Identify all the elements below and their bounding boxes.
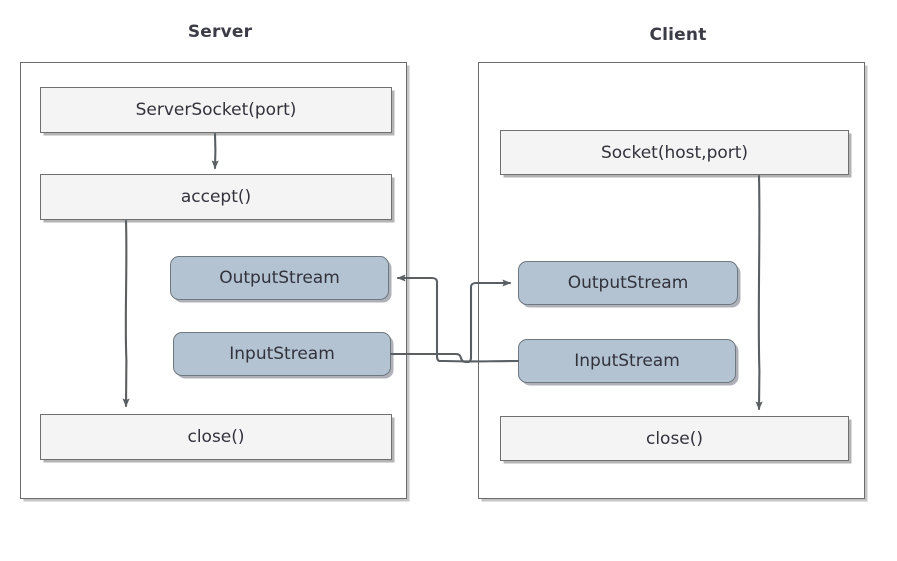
node-client-output-stream[interactable]: OutputStream — [518, 261, 738, 305]
node-server-socket[interactable]: ServerSocket(port) — [40, 87, 392, 133]
node-server-close[interactable]: close() — [40, 414, 392, 460]
node-server-accept[interactable]: accept() — [40, 174, 392, 220]
node-server-output-stream[interactable]: OutputStream — [170, 256, 389, 300]
node-client-close[interactable]: close() — [500, 416, 849, 461]
panel-title-client: Client — [649, 25, 707, 45]
node-client-socket[interactable]: Socket(host,port) — [500, 130, 849, 175]
node-client-input-stream[interactable]: InputStream — [518, 339, 736, 383]
panel-title-server: Server — [187, 22, 253, 42]
node-server-input-stream[interactable]: InputStream — [173, 332, 391, 376]
